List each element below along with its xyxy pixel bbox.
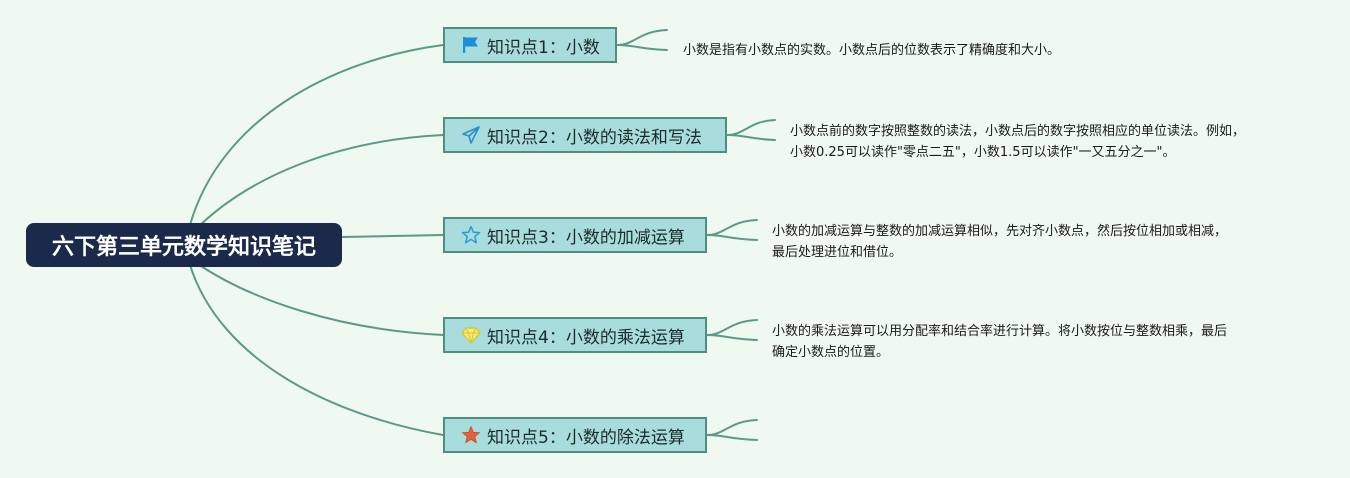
connector-root-to-topic-5 xyxy=(189,264,444,436)
flag-icon xyxy=(461,35,481,55)
note-line: 小数点前的数字按照整数的读法，小数点后的数字按照相应的单位读法。例如， xyxy=(790,124,1246,139)
connector-root-to-topic-1 xyxy=(189,44,444,226)
connector-topic-4-fork-lower xyxy=(706,334,758,341)
star-outline-icon xyxy=(461,225,481,245)
note-line: 小数0.25可以读作"零点二五"，小数1.5可以读作"一又五分之一"。 xyxy=(790,145,1176,160)
connector-topic-1-fork-upper xyxy=(616,29,668,46)
note-line: 小数的加减运算与整数的加减运算相似，先对齐小数点，然后按位相加或相减， xyxy=(772,224,1228,239)
connector-topic-5-fork-lower xyxy=(706,434,758,441)
note-knowledge-point-1: 小数是指有小数点的实数。小数点后的位数表示了精确度和大小。 xyxy=(683,40,1060,61)
connector-topic-2-fork-lower xyxy=(726,134,776,141)
topic-knowledge-point-5[interactable]: 知识点5：小数的除法运算 xyxy=(443,417,707,453)
connector-topic-2-fork-upper xyxy=(726,119,776,136)
note-line: 小数的乘法运算可以用分配率和结合率进行计算。将小数按位与整数相乘，最后 xyxy=(772,324,1228,339)
connector-topic-1-fork-lower xyxy=(616,44,668,51)
connector-root-to-topic-4 xyxy=(194,261,444,336)
paper-plane-icon xyxy=(461,125,481,145)
note-line: 最后处理进位和借位。 xyxy=(772,245,903,260)
topic-knowledge-point-4[interactable]: 知识点4：小数的乘法运算 xyxy=(443,317,707,353)
root-topic[interactable]: 六下第三单元数学知识笔记 xyxy=(26,223,342,267)
root-topic-label: 六下第三单元数学知识笔记 xyxy=(51,235,316,260)
topic-label: 知识点5：小数的除法运算 xyxy=(487,427,685,448)
connector-topic-4-fork-upper xyxy=(706,319,758,336)
note-line: 小数是指有小数点的实数。小数点后的位数表示了精确度和大小。 xyxy=(683,43,1061,58)
connector-topic-5-fork-upper xyxy=(706,419,758,436)
diamond-icon xyxy=(461,325,481,345)
topic-label: 知识点3：小数的加减运算 xyxy=(487,227,685,248)
star-filled-icon xyxy=(461,425,481,445)
topic-label: 知识点1：小数 xyxy=(487,37,600,58)
note-knowledge-point-3: 小数的加减运算与整数的加减运算相似，先对齐小数点，然后按位相加或相减， 最后处理… xyxy=(772,221,1227,263)
topic-knowledge-point-2[interactable]: 知识点2：小数的读法和写法 xyxy=(443,117,727,153)
topic-knowledge-point-3[interactable]: 知识点3：小数的加减运算 xyxy=(443,217,707,253)
note-knowledge-point-2: 小数点前的数字按照整数的读法，小数点后的数字按照相应的单位读法。例如， 小数0.… xyxy=(790,121,1245,163)
note-knowledge-point-4: 小数的乘法运算可以用分配率和结合率进行计算。将小数按位与整数相乘，最后 确定小数… xyxy=(772,321,1227,363)
connector-root-to-topic-2 xyxy=(194,134,444,231)
connector-topic-3-fork-upper xyxy=(706,219,758,236)
connector-root-to-topic-3 xyxy=(341,234,444,238)
topic-label: 知识点4：小数的乘法运算 xyxy=(487,327,685,348)
note-line: 确定小数点的位置。 xyxy=(772,345,890,360)
topic-label: 知识点2：小数的读法和写法 xyxy=(487,127,702,148)
topic-knowledge-point-1[interactable]: 知识点1：小数 xyxy=(443,27,617,63)
connector-topic-3-fork-lower xyxy=(706,234,758,241)
